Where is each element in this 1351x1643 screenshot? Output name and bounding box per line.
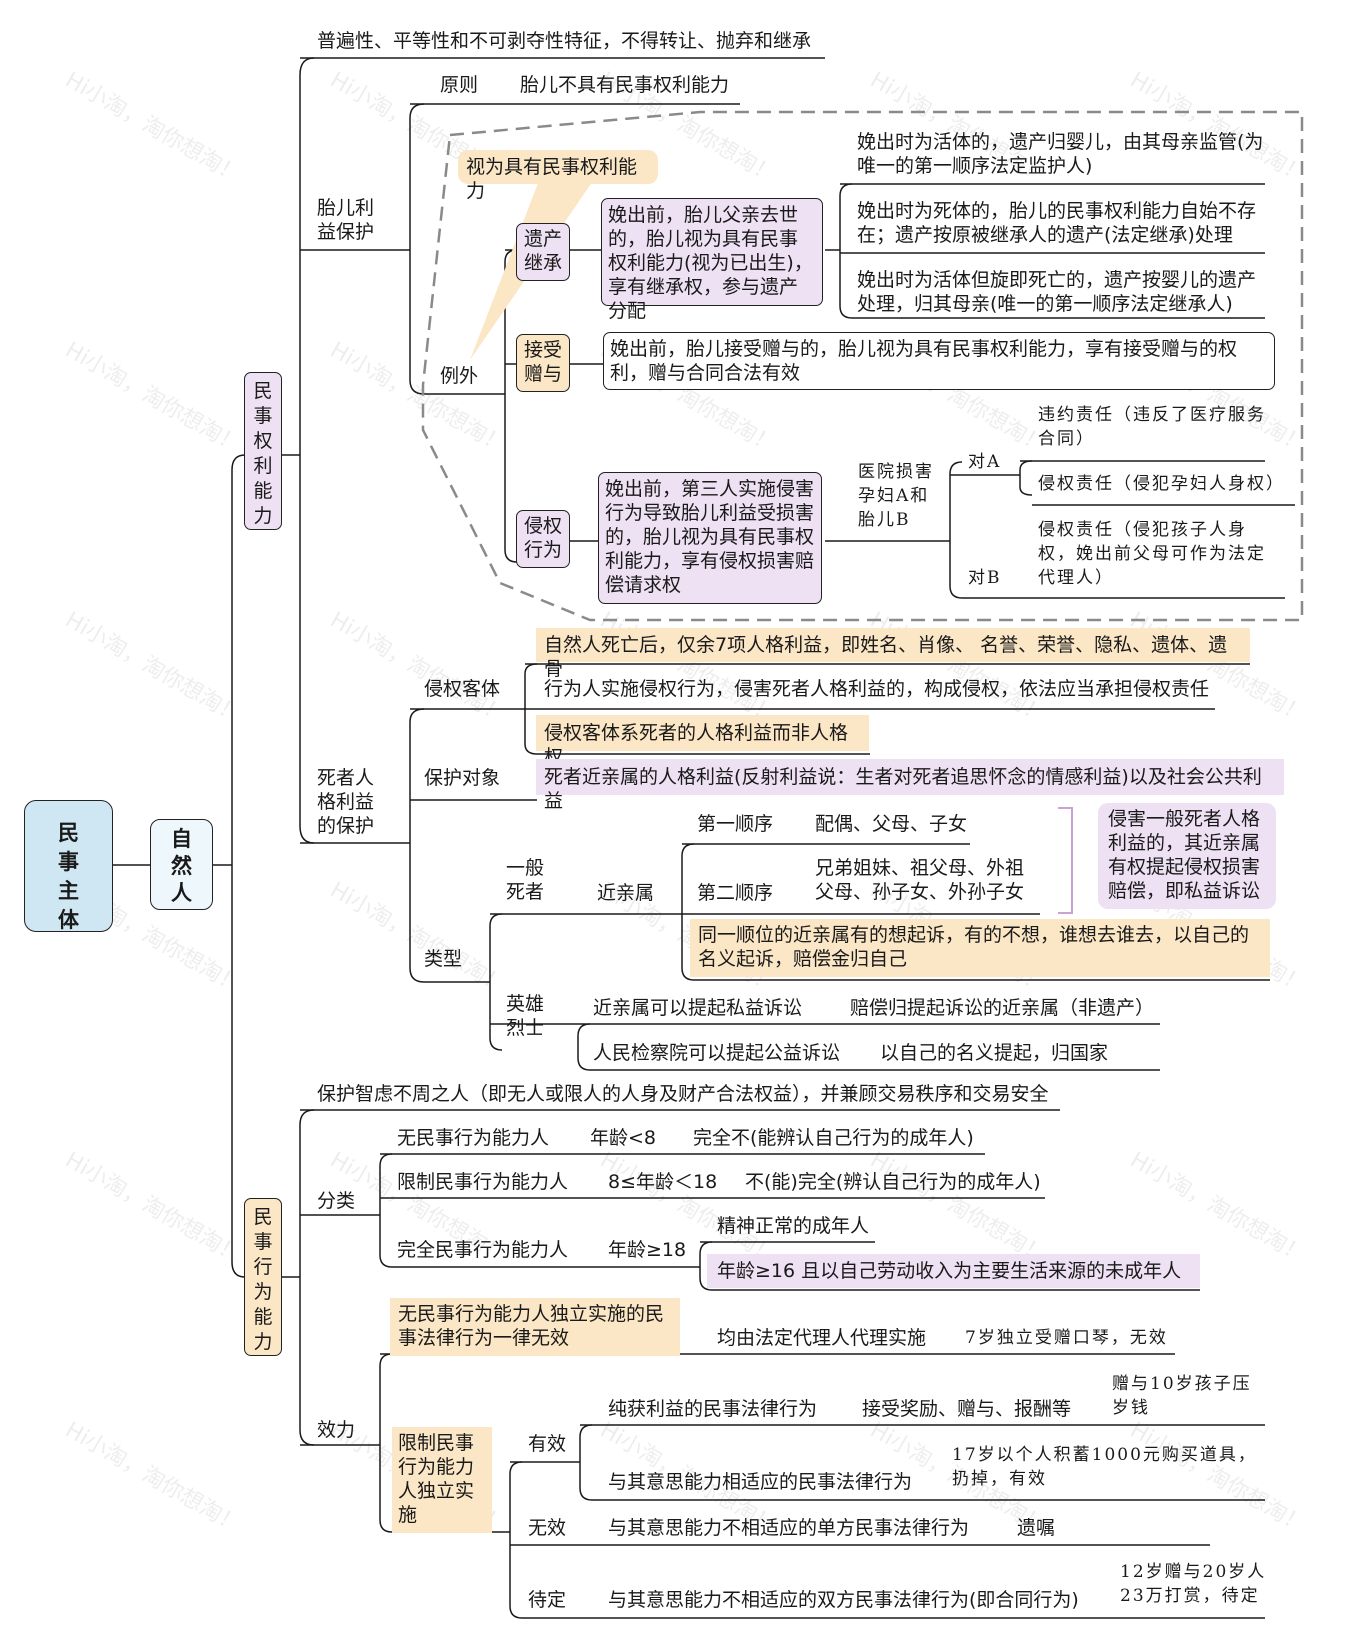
class-note-1: 完全不(能辨认自己行为的成年人): [693, 1127, 974, 1149]
class-note-2: 不(能)完全(辨认自己行为的成年人): [745, 1171, 1041, 1193]
first-order-label: 第一顺序: [697, 813, 774, 835]
valid-item-2-hw: 17岁以个人积蓄1000元购买道具，扔掉，有效: [952, 1445, 1257, 1489]
second-order-label: 第二顺序: [697, 882, 774, 904]
ordinary-label: 一般死者: [506, 857, 545, 903]
hospital-text: 医院损害孕妇A和胎儿B: [858, 462, 934, 530]
same-order-note: 同一顺位的近亲属有的想起诉，有的不想，谁想去谁去，以自己的名义起诉，赔偿金归自己: [690, 919, 1270, 977]
to-a-label: 对A: [968, 452, 1002, 472]
effect-label: 效力: [317, 1419, 356, 1441]
a-item-contract: 违约责任（违反了医疗服务合同）: [1038, 405, 1266, 449]
natural-person-node: 自然人: [150, 819, 213, 910]
pending-hw: 12岁赠与20岁人23万打赏，待定: [1120, 1562, 1267, 1606]
hero-public-suit: 人民检察院可以提起公益诉讼: [593, 1042, 841, 1064]
pending-label: 待定: [528, 1589, 567, 1611]
exception-label: 例外: [440, 365, 479, 387]
tort-desc: 娩出前，第三人实施侵害行为导致胎儿利益受损害的，胎儿视为具有民事权利能力，享有侵…: [598, 472, 822, 604]
purpose-text: 保护智虑不周之人（即无人或限人的人身及财产合法权益），并兼顾交易秩序和交易安全: [317, 1083, 1049, 1105]
private-suit-note: 侵害一般死者人格利益的，其近亲属有权提起侵权损害赔偿，即私益诉讼: [1098, 803, 1276, 909]
no-capacity-example: 7岁独立受赠口琴，无效: [965, 1328, 1168, 1348]
inheritance-desc: 娩出前，胎儿父亲去世的，胎儿视为具有民事权利能力(视为已出生)，享有继承权，参与…: [601, 198, 823, 322]
gift-node: 接受赠与: [516, 334, 570, 392]
deceased-label: 死者人格利益的保护: [317, 767, 375, 837]
capacity-rights-node: 民事权利能力: [244, 372, 282, 530]
class-age-3: 年龄≥18: [608, 1239, 687, 1261]
no-capacity-rule: 均由法定代理人代理实施: [717, 1327, 927, 1349]
tort-node: 侵权行为: [516, 510, 570, 568]
valid-item-2: 与其意思能力相适应的民事法律行为: [608, 1471, 913, 1493]
capacity-acts-node: 民事行为能力: [244, 1198, 282, 1356]
object-item-2: 行为人实施侵权行为，侵害死者人格利益的，构成侵权，依法应当承担侵权责任: [544, 678, 1210, 700]
valid-label: 有效: [528, 1433, 567, 1455]
invalid-text: 与其意思能力不相适应的单方民事法律行为: [608, 1517, 970, 1539]
inheritance-case-1: 娩出时为活体的，遗产归婴儿，由其母亲监管(为唯一的第一顺序法定监护人): [857, 131, 1264, 177]
b-item-tort: 侵权责任（侵犯孩子人身权，娩出前父母可作为法定代理人）: [1038, 520, 1266, 588]
principle-label: 原则: [440, 74, 479, 96]
object-item-3: 侵权客体系死者的人格利益而非人格权: [536, 715, 869, 768]
class-name-1: 无民事行为能力人: [397, 1127, 550, 1149]
callout-capacity: 视为具有民事权利能力: [458, 150, 658, 202]
root-node: 民事主体: [24, 800, 113, 932]
object-item-1: 自然人死亡后，仅余7项人格利益，即姓名、肖像、 名誉、荣誉、隐私、遗体、遗骨: [536, 628, 1250, 680]
fetus-label: 胎儿利益保护: [317, 197, 375, 243]
limited-box: 限制民事行为能力人独立实施: [392, 1427, 492, 1533]
classify-label: 分类: [317, 1190, 356, 1212]
class-name-2: 限制民事行为能力人: [397, 1171, 569, 1193]
class-age-1: 年龄<8: [590, 1127, 657, 1149]
first-order-members: 配偶、父母、子女: [815, 813, 968, 835]
pending-text: 与其意思能力不相适应的双方民事法律行为(即合同行为): [608, 1589, 1079, 1611]
inheritance-node: 遗产继承: [516, 223, 570, 281]
inheritance-case-3: 娩出时为活体但旋即死亡的，遗产按婴儿的遗产处理，归其母亲(唯一的第一顺序法定继承…: [857, 269, 1257, 315]
hero-public-result: 以自己的名义提起，归国家: [880, 1042, 1109, 1064]
class-age-2: 8≤年龄＜18: [608, 1171, 718, 1193]
invalid-example: 遗嘱: [1017, 1517, 1056, 1539]
valid-item-1-hw: 赠与10岁孩子压岁钱: [1112, 1374, 1252, 1418]
inheritance-case-2: 娩出时为死体的，胎儿的民事权利能力自始不存在；遗产按原被继承人的遗产(法定继承)…: [857, 200, 1257, 246]
class-note-3: 精神正常的成年人: [717, 1215, 870, 1237]
a-item-tort: 侵权责任（侵犯孕妇人身权）: [1038, 474, 1285, 494]
invalid-label: 无效: [528, 1517, 567, 1539]
type-label: 类型: [424, 948, 463, 970]
object-label: 侵权客体: [424, 678, 501, 700]
no-capacity-box: 无民事行为能力人独立实施的民事法律行为一律无效: [390, 1298, 680, 1356]
relatives-label: 近亲属: [597, 882, 655, 904]
feature-text: 普遍性、平等性和不可剥夺性特征，不得转让、抛弃和继承: [317, 30, 812, 52]
principle-text: 胎儿不具有民事权利能力: [520, 74, 730, 96]
hero-private-suit: 近亲属可以提起私益诉讼: [593, 997, 803, 1019]
class-note-3b: 年龄≥16 且以自己劳动收入为主要生活来源的未成年人: [707, 1254, 1200, 1288]
second-order-members: 兄弟姐妹、祖父母、外祖父母、孙子女、外孙子女: [815, 857, 1025, 903]
valid-item-1: 纯获利益的民事法律行为: [608, 1398, 818, 1420]
protect-label: 保护对象: [424, 767, 501, 789]
class-name-3: 完全民事行为能力人: [397, 1239, 569, 1261]
hero-private-result: 赔偿归提起诉讼的近亲属（非遗产）: [850, 997, 1155, 1019]
protect-text: 死者近亲属的人格利益(反射利益说：生者对死者追思怀念的情感利益)以及社会公共利益: [536, 759, 1284, 812]
hero-label: 英雄烈士: [506, 993, 545, 1039]
to-b-label: 对B: [968, 568, 1002, 588]
valid-item-1-ex: 接受奖励、赠与、报酬等: [862, 1398, 1072, 1420]
gift-desc: 娩出前，胎儿接受赠与的，胎儿视为具有民事权利能力，享有接受赠与的权利，赠与合同合…: [603, 332, 1275, 390]
